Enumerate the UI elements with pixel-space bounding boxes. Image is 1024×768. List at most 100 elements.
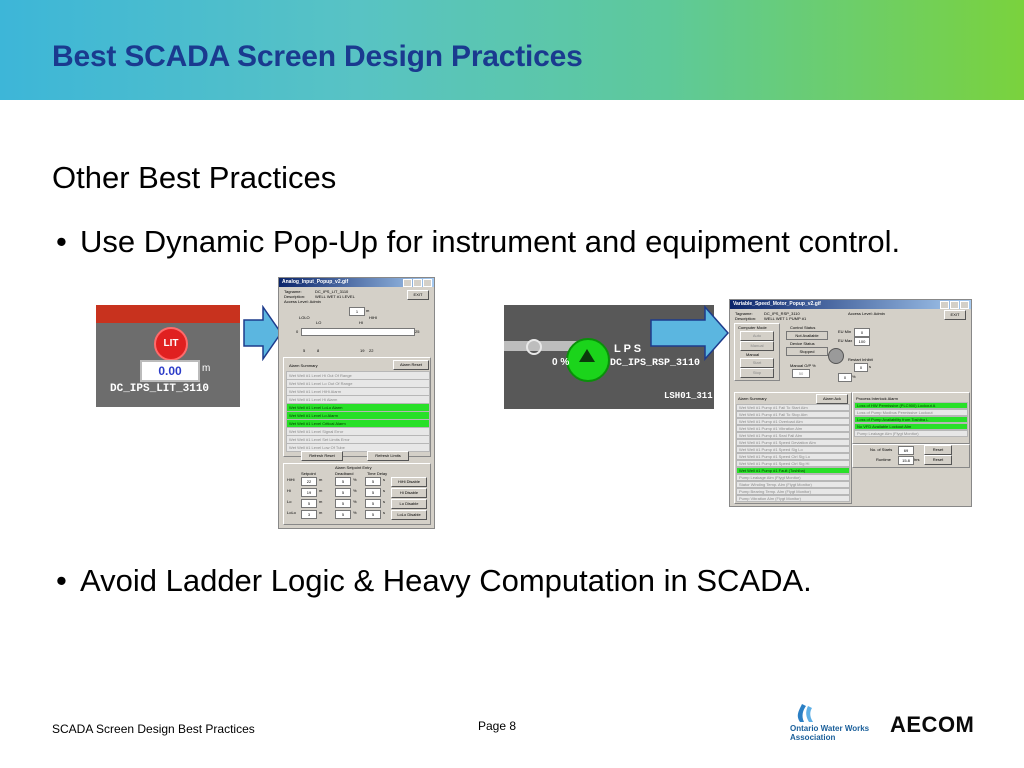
col-time-delay: Time Delay [367,471,388,476]
interlock-row: Loss of Pump Modbus Permissive Lockout [854,409,968,416]
setpoint-entry-title: Alarm Setpoint Entry [335,465,372,470]
owwa-name: Ontario Water Works Association [790,724,870,742]
alarm-summary-title: Alarm Summary [738,396,767,401]
starts-reset-button[interactable]: Reset [924,445,952,455]
tagname-label: Tagname: [284,289,302,294]
title-bar: Best SCADA Screen Design Practices [0,0,1024,100]
stop-button[interactable]: Stop [740,368,774,378]
setpoint-field[interactable]: 22 [301,477,317,486]
access-level: Access Level: Admin [848,311,885,316]
time-delay-field[interactable]: 5 [365,488,381,497]
alarm-row: Wet Well #1 Pump #1 Overload Alm [736,418,850,425]
setpoint-unit: m [319,510,323,515]
alarm-ack-button[interactable]: Alarm Ack [816,394,848,404]
time-delay-field[interactable]: 5 [365,510,381,519]
exit-button[interactable]: EXIT [944,310,966,320]
time-delay-field[interactable]: 5 [365,477,381,486]
deadband-field[interactable]: 5 [335,510,351,519]
level-tag: DC_IPS_LIT_3110 [110,383,210,395]
close-icon[interactable] [423,279,432,287]
col-setpoint: Setpoint [301,471,316,476]
alarm-row: Wet Well #1 Pump #1 Vibration Alm [736,425,850,432]
interlock-row: No VFD Available Lockout Alm [854,423,968,430]
deadband-unit: % [353,499,357,504]
level-unit: m [202,363,211,374]
level-bargraph [301,328,415,336]
manual-section-label: Manual [746,352,760,357]
interlock-title: Process Interlock Alarm [856,396,899,401]
alarm-strip [96,305,240,323]
minimize-icon[interactable] [403,279,412,287]
footer-text: SCADA Screen Design Best Practices [52,722,255,736]
alarm-row: Stator Winding Temp. Alm (Flygt Monitor) [736,481,850,488]
auto-button[interactable]: Auto [740,331,774,341]
deadband-field[interactable]: 5 [335,488,351,497]
description-label: Description: [284,294,306,299]
interlock-row: Loss of HW Permissive (PLC900) Lockout A [854,402,968,409]
manual-op-field[interactable]: 50 [792,369,810,378]
alarm-summary-title: Alarm Summary [289,363,318,368]
time-delay-unit: s [383,488,385,493]
popup-titlebar: Analog_Input_Popup_v2.gif [279,278,434,287]
runtime-unit: hrs [914,457,920,462]
setpoint-entry-panel [283,463,431,525]
alarm-row: Wet Well #1 Pump #1 Speed Ctrl Sig Lo [736,453,850,460]
alarm-disable-button[interactable]: HiHi Disable [391,477,427,487]
water-drop-icon [797,704,813,722]
deadband-field[interactable]: 5 [335,499,351,508]
setpoint-field[interactable]: 5 [301,499,317,508]
exit-button[interactable]: EXIT [407,290,429,300]
alarm-row: Pump Leakage Alm (Flygt Monitor) [736,474,850,481]
close-icon[interactable] [960,301,969,309]
time-delay-field[interactable]: 5 [365,499,381,508]
variable-speed-motor-popup: Variable_Speed_Motor_Popup_v2.gif Tagnam… [729,299,972,507]
alarm-row: Pump Vibration Alm (Flygt Monitor) [736,495,850,502]
alarm-summary-panel [283,357,431,457]
alarm-row: Wet Well #1 Pump #1 Fault (Toshiba) [736,467,850,474]
setpoint-field[interactable]: 3 [301,510,317,519]
mark-lo: 8 [317,348,320,353]
interlock-row: Loss of Pump Availability from Toshiba L [854,416,968,423]
alarm-summary-panel [734,392,852,504]
speed-unit: % [852,374,856,379]
access-level: Access Level: Admin [284,299,321,304]
alarm-disable-button[interactable]: Lo Disable [391,499,427,509]
aecom-logo: AECOM [890,712,975,737]
refresh-limits-button[interactable]: Refresh Limits [367,451,409,461]
alarm-reset-button[interactable]: Alarm Reset [393,360,429,370]
level-value: 0.00 [140,360,200,382]
runtime-panel [852,444,970,468]
eu-min-label: EU Min [838,329,852,334]
start-button[interactable]: Start [740,358,774,368]
restart-inhibit-unit: s [869,364,871,369]
pump-speed: 0 % [552,357,570,368]
lo-label: LO [316,320,322,325]
interlock-panel [852,392,970,444]
alarm-row: Wet Well #1 Level Low Of Tube [286,443,430,452]
hi-label: HI [359,320,363,325]
scale-min: 0 [296,329,299,334]
mark-hihi: 22 [369,348,374,353]
bullet-marker: • [56,563,67,598]
pipe-line [504,341,584,351]
runtime-reset-button[interactable]: Reset [924,455,952,465]
setpoint-field[interactable]: 19 [301,488,317,497]
starts-field: 69 [898,446,914,455]
manual-button[interactable]: Manual [740,341,774,351]
window-controls [939,301,969,311]
level-badge: LIT [154,327,188,361]
lolo-label: LOLO [299,315,310,320]
deadband-field[interactable]: 5 [335,477,351,486]
refresh-reset-button[interactable]: Refresh Reset [301,451,343,461]
maximize-icon[interactable] [950,301,959,309]
alarm-disable-button[interactable]: LoLo Disable [391,510,427,520]
runtime-field: 15.8 [898,456,914,465]
alarm-row: Wet Well #1 Pump #1 Fail To Start Alm [736,404,850,411]
description-value: WELL WET 1 PUMP #1 [764,316,807,321]
analog-input-popup: Analog_Input_Popup_v2.gif Tagname: DC_IP… [278,277,435,529]
pump-indicator-thumbnail: L P S 0 % DC_IPS_RSP_3110 LSH01_311 [504,305,714,409]
maximize-icon[interactable] [413,279,422,287]
alarm-disable-button[interactable]: Hi Disable [391,488,427,498]
restart-inhibit-field: 0 [854,363,868,372]
minimize-icon[interactable] [940,301,949,309]
